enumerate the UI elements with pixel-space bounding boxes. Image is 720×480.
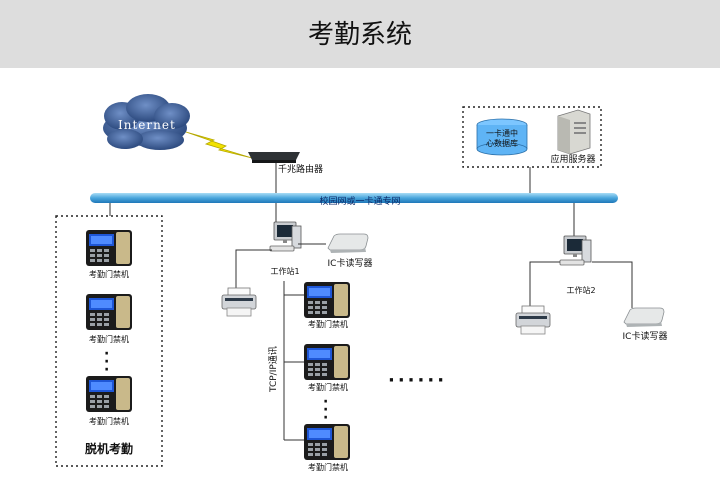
printer-icon — [515, 305, 551, 335]
network-bus — [90, 193, 618, 203]
terminal-icon — [86, 294, 132, 330]
tcp-ip-label: TCP/IP通讯 — [269, 346, 279, 392]
vertical-ellipsis: · · · — [323, 394, 329, 426]
database-label-line1: 一卡通中 — [486, 129, 518, 138]
database-icon — [476, 118, 528, 156]
terminal-icon — [304, 282, 350, 318]
offline-attendance-label: 脱机考勤 — [84, 442, 134, 456]
network-bus-label: 校园网或一卡通专网 — [319, 197, 401, 207]
server-icon — [557, 109, 591, 155]
terminal-icon — [86, 230, 132, 266]
database-label-line2: 心数据库 — [486, 139, 518, 148]
terminal-label: 考勤门禁机 — [308, 463, 348, 472]
ic-reader-icon — [623, 307, 665, 328]
offline-group-box — [55, 215, 163, 467]
terminal-label: 考勤门禁机 — [89, 270, 129, 279]
vertical-ellipsis: · · · — [104, 346, 110, 378]
title-bar: 考勤系统 — [0, 0, 720, 68]
ic-reader-label: IC卡读写器 — [327, 259, 373, 269]
server-group-box — [462, 106, 602, 168]
router-label: 千兆路由器 — [278, 165, 324, 175]
ic-reader-icon — [327, 233, 369, 254]
workstation2-label: 工作站2 — [566, 286, 596, 295]
terminal-label: 考勤门禁机 — [89, 335, 129, 344]
terminal-icon — [86, 376, 132, 412]
terminal-label: 考勤门禁机 — [308, 383, 348, 392]
workstation-icon — [269, 221, 302, 252]
ic-reader-label: IC卡读写器 — [622, 332, 668, 342]
terminal-icon — [304, 424, 350, 460]
terminal-icon — [304, 344, 350, 380]
more-terminals-ellipsis: ······ — [388, 370, 448, 391]
lightning-icon — [185, 131, 253, 159]
router-icon — [248, 152, 300, 163]
terminal-label: 考勤门禁机 — [89, 417, 129, 426]
workstation1-label: 工作站1 — [270, 267, 300, 276]
page-title: 考勤系统 — [307, 20, 412, 50]
internet-label: Internet — [118, 118, 176, 132]
app-server-label: 应用服务器 — [550, 155, 596, 165]
terminal-label: 考勤门禁机 — [308, 320, 348, 329]
internet-cloud-icon — [103, 94, 190, 150]
workstation-icon — [559, 235, 592, 266]
printer-icon — [221, 287, 257, 317]
